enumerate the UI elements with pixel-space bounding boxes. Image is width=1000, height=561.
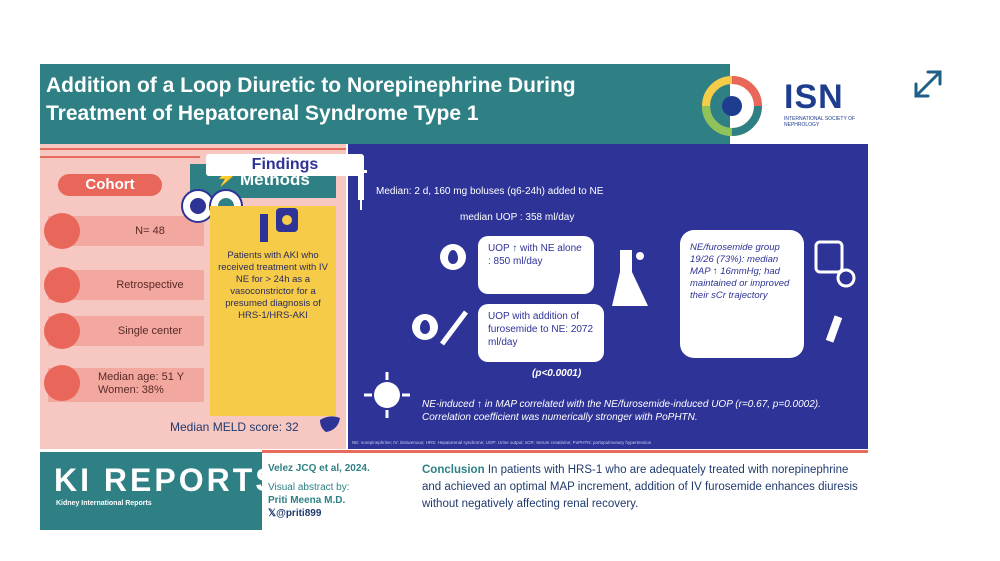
iv-drop-icon <box>440 244 466 270</box>
isn-logo-subtitle: INTERNATIONAL SOCIETY OF NEPHROLOGY <box>784 116 856 128</box>
cohort-design-row: Retrospective <box>44 267 204 303</box>
conclusion-text: In patients with HRS-1 who are adequatel… <box>422 464 858 510</box>
isn-logo-icon <box>702 76 762 136</box>
uop-ne-bubble: UOP ↑ with NE alone : 850 ml/day <box>478 236 594 294</box>
social-handle: @priti899 <box>276 508 322 519</box>
group-result-bubble: NE/furosemide group 19/26 (73%): median … <box>680 230 804 358</box>
conclusion-label: Conclusion <box>422 464 485 476</box>
divider <box>40 156 200 158</box>
uop-ne-text: UOP ↑ with NE alone : 850 ml/day <box>488 243 582 267</box>
cohort-demographics: Median age: 51 Y Women: 38% <box>92 371 214 401</box>
journal-band <box>40 452 262 530</box>
stethoscope-icon <box>814 240 856 343</box>
hospital-icon <box>44 313 80 349</box>
findings-median-uop: median UOP : 358 ml/day <box>460 212 575 223</box>
header-band <box>40 64 730 144</box>
p-value: (p<0.0001) <box>532 368 582 379</box>
cohort-site: Single center <box>117 325 183 337</box>
iv-bag-icon <box>260 208 298 242</box>
visual-by: Visual abstract by: <box>268 482 350 493</box>
cohort-demographics-row: Median age: 51 Y Women: 38% <box>44 365 204 402</box>
citation: Velez JCQ et al, 2024. <box>268 463 370 474</box>
visual-abstract: Addition of a Loop Diuretic to Norepinep… <box>40 64 868 530</box>
uop-furosemide-text: UOP with addition of furosemide to NE: 2… <box>488 311 594 348</box>
isn-logo-area <box>730 64 868 144</box>
journal-name: KI REPORTS <box>54 462 280 498</box>
virus-icon <box>364 372 410 418</box>
liver-icon <box>320 416 340 432</box>
journal-subtitle: Kidney International Reports <box>56 500 152 507</box>
findings-title: Findings <box>206 154 364 176</box>
title-line-1: Addition of a Loop Diuretic to Norepinep… <box>46 74 576 97</box>
author: Priti Meena M.D. <box>268 495 346 506</box>
title-line-2: Treatment of Hepatorenal Syndrome Type 1 <box>46 102 479 125</box>
credits: Velez JCQ et al, 2024. Visual abstract b… <box>268 462 418 520</box>
flask-icon <box>612 250 648 306</box>
people-icon <box>44 365 80 401</box>
divider <box>40 148 346 150</box>
abbreviations: NE: norepinephrine; IV: intravenous; HRS… <box>352 440 652 445</box>
iv-drop-icon <box>412 314 438 340</box>
conclusion: Conclusion In patients with HRS-1 who ar… <box>422 462 868 513</box>
findings-median-line: Median: 2 d, 160 mg boluses (q6-24h) add… <box>376 186 604 197</box>
divider <box>262 450 868 453</box>
page-title: Addition of a Loop Diuretic to Norepinep… <box>46 72 696 128</box>
expand-icon[interactable] <box>910 66 946 102</box>
uop-furosemide-bubble: UOP with addition of furosemide to NE: 2… <box>478 304 604 362</box>
syringe-icon <box>355 170 367 210</box>
correlation-text: NE-induced ↑ in MAP correlated with the … <box>422 399 821 423</box>
methods-box <box>210 206 336 416</box>
cohort-site-row: Single center <box>44 313 204 349</box>
group-result-text: NE/furosemide group 19/26 (73%): median … <box>690 242 790 301</box>
cohort-design: Retrospective <box>116 279 184 291</box>
group-icon <box>44 213 80 249</box>
cohort-age: Median age: 51 Y <box>98 371 185 383</box>
calendar-icon <box>44 267 80 303</box>
meld-score: Median MELD score: 32 <box>170 420 299 434</box>
x-logo-icon: 𝕏 <box>268 508 277 519</box>
cohort-n: N= 48 <box>135 225 165 237</box>
cohort-n-row: N= 48 <box>44 213 204 249</box>
cohort-women: Women: 38% <box>98 384 164 396</box>
syringe-icon <box>440 310 468 346</box>
cohort-label: Cohort <box>58 174 162 196</box>
isn-logo-text: ISN <box>784 78 844 116</box>
methods-text: Patients with AKI who received treatment… <box>218 250 328 321</box>
social-handle-row: 𝕏@priti899 <box>268 507 418 520</box>
